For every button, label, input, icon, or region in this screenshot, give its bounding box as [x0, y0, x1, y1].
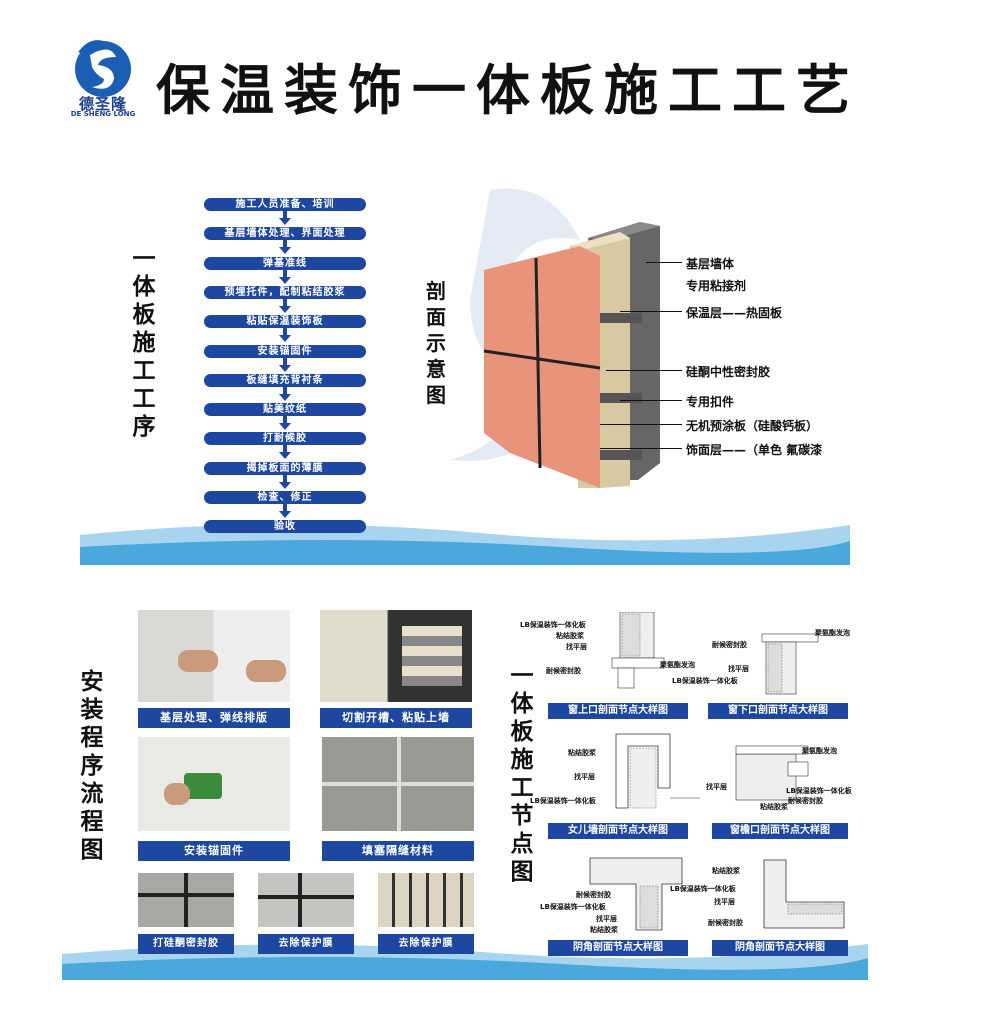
label-precoated-board: 无机预涂板（硅酸钙板）	[686, 419, 819, 433]
node-caption: 阴角剖面节点大样图	[548, 940, 688, 956]
down-arrow-icon	[279, 211, 291, 225]
cross-section-diagram	[483, 222, 660, 488]
node-caption: 阴角剖面节点大样图	[712, 940, 848, 956]
label-base-wall: 基层墙体	[686, 257, 735, 271]
photo-caption: 去除保护膜	[378, 934, 474, 954]
photo-caption: 基层处理、弹线排版	[138, 708, 290, 728]
d2-label: LB保温装饰一体化板	[672, 677, 738, 685]
down-arrow-icon	[279, 240, 291, 255]
section-title: 剖面示意图	[426, 279, 446, 407]
d1-label: 聚氨酯发泡	[660, 661, 695, 669]
window-eave-node-drawing	[735, 745, 809, 801]
page-title: 保温装饰一体板施工工艺	[156, 59, 860, 122]
install-title: 安装程序流程图	[80, 669, 104, 863]
d1-label: 粘结胶浆	[556, 632, 584, 640]
d2-label: 耐候密封胶	[712, 641, 747, 649]
d6-label: 找平层	[714, 898, 735, 906]
photo-caption: 去除保护膜	[258, 934, 354, 954]
process-step: 验收	[204, 520, 366, 534]
leader-line	[606, 370, 682, 371]
d6-label: 粘结胶浆	[712, 867, 740, 875]
label-adhesive: 专用粘接剂	[686, 279, 747, 293]
d3-label: 找平层	[574, 773, 595, 781]
down-arrow-icon	[279, 416, 291, 431]
decorative-wave	[80, 524, 850, 565]
logo-chinese-name: 德圣隆	[78, 95, 127, 113]
process-step: 揭掉板面的薄膜	[204, 461, 366, 475]
d1-label: 耐候密封胶	[546, 667, 581, 675]
nodes-title: 一体板施工节点图	[510, 663, 534, 885]
d3-label: 粘结胶浆	[568, 749, 596, 757]
process-title: 一体板施工工序	[132, 246, 156, 440]
leader-line	[620, 400, 682, 401]
node-caption: 女儿墙剖面节点大样图	[548, 823, 688, 839]
leader-line	[600, 424, 682, 425]
process-step: 施工人员准备、培训	[204, 198, 366, 211]
label-finish-layer: 饰面层——（单色 氟碳漆	[686, 443, 823, 457]
photo-cut-and-stick	[320, 610, 472, 702]
photo-caption: 切割开槽、粘贴上墙	[320, 708, 472, 728]
logo-english-name: DE SHENG LONG	[70, 110, 136, 118]
photo-fill-joints	[322, 737, 474, 831]
down-arrow-icon	[279, 298, 291, 313]
process-step: 基层墙体处理、界面处理	[204, 227, 366, 241]
d6-label: LB保温装饰一体化板	[670, 885, 736, 893]
d5-label: 耐候密封胶	[576, 891, 611, 899]
photo-sealant	[138, 873, 234, 927]
d5-label: 粘结胶浆	[590, 926, 618, 934]
dragon-logo-icon	[75, 40, 131, 97]
label-sealant: 硅酮中性密封胶	[686, 365, 771, 379]
d1-label: LB保温装饰一体化板	[520, 621, 586, 629]
d5-label: 找平层	[596, 915, 617, 923]
label-insulation: 保温层——热固板	[686, 306, 783, 320]
photo-caption: 打硅酮密封胶	[138, 934, 234, 954]
down-arrow-icon	[279, 269, 291, 284]
d4-label: 聚氨酯发泡	[802, 747, 837, 755]
window-bottom-node-drawing	[761, 633, 819, 695]
process-step: 预埋托件，配制粘结胶浆	[204, 285, 366, 299]
process-step: 检查、修正	[204, 491, 366, 504]
node-caption: 窗下口剖面节点大样图	[708, 703, 848, 719]
process-step: 板缝填充背衬条	[204, 373, 366, 387]
process-step: 打耐候胶	[204, 432, 366, 446]
inside-corner-node-drawing-2	[763, 859, 845, 929]
inside-corner-node-drawing-1	[589, 857, 683, 931]
photo-install-anchor	[138, 737, 290, 831]
d4-label: 找平层	[706, 783, 727, 791]
photo-caption: 填塞隔缝材料	[322, 841, 474, 861]
down-arrow-icon	[279, 328, 291, 343]
d5-label: LB保温装饰一体化板	[540, 903, 606, 911]
leader-line	[646, 262, 682, 263]
window-top-node-drawing	[611, 612, 665, 689]
down-arrow-icon	[279, 504, 291, 518]
node-caption: 窗檐口剖面节点大样图	[712, 823, 848, 839]
d3-label: LB保温装饰一体化板	[530, 797, 596, 805]
d2-label: 找平层	[728, 665, 749, 673]
label-clip: 专用扣件	[686, 395, 735, 409]
photo-base-treatment	[138, 610, 290, 702]
photo-remove-film-2	[378, 873, 474, 927]
d4-label: 粘结胶浆	[760, 803, 788, 811]
leader-line	[620, 311, 682, 312]
photo-caption: 安装锚固件	[138, 841, 290, 861]
d6-label: 耐候密封胶	[708, 919, 743, 927]
d4-label: 耐候密封胶	[788, 797, 823, 805]
parapet-node-drawing	[615, 733, 700, 809]
down-arrow-icon	[279, 386, 291, 401]
down-arrow-icon	[279, 474, 291, 489]
down-arrow-icon	[279, 357, 291, 372]
d4-label: LB保温装饰一体化板	[786, 787, 852, 795]
d1-label: 找平层	[566, 643, 587, 651]
process-step: 安装锚固件	[204, 344, 366, 358]
photo-remove-film-1	[258, 873, 354, 927]
process-step: 贴美纹纸	[204, 403, 366, 417]
down-arrow-icon	[279, 445, 291, 460]
leader-line	[600, 448, 682, 449]
process-step: 弹基准线	[204, 256, 366, 270]
d2-label: 聚氨酯发泡	[815, 629, 850, 637]
process-step: 粘贴保温装饰板	[204, 315, 366, 329]
node-caption: 窗上口剖面节点大样图	[548, 703, 688, 719]
